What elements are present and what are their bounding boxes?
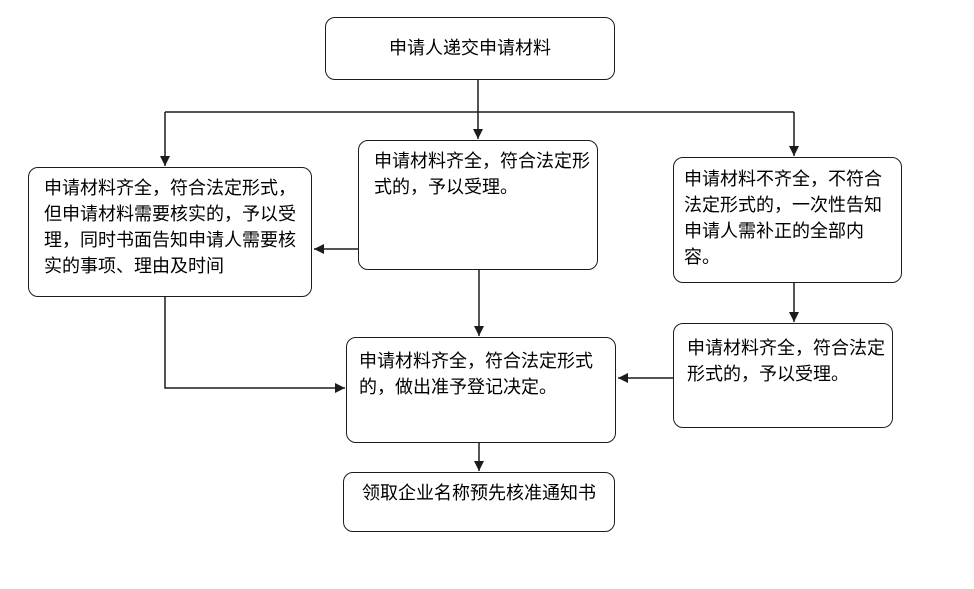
node-submit-materials: 申请人递交申请材料 xyxy=(325,17,615,80)
node-accept-with-verification: 申请材料齐全，符合法定形式，但申请材料需要核实的，予以受理，同时书面告知申请人需… xyxy=(28,167,312,297)
node-accept-complete: 申请材料齐全，符合法定形式的，予以受理。 xyxy=(358,140,598,270)
node-approve-registration-decision: 申请材料齐全，符合法定形式的，做出准予登记决定。 xyxy=(346,337,616,443)
connector-accept-verify-to-decision xyxy=(164,297,345,393)
node-incomplete-notify-correction: 申请材料不齐全，不符合法定形式的，一次性告知申请人需补正的全部内容。 xyxy=(673,157,902,283)
node-accept-after-correction: 申请材料齐全，符合法定形式的，予以受理。 xyxy=(673,323,893,428)
node-receive-preapproval-notice: 领取企业名称预先核准通知书 xyxy=(343,472,615,532)
